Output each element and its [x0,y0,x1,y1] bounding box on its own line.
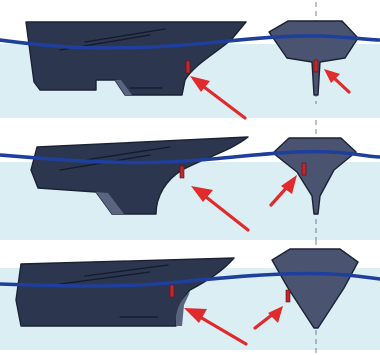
marker-section-2 [301,162,307,176]
arrow-section-2 [269,175,297,207]
arrow-side-1 [190,76,247,120]
marker-side-3 [169,284,175,298]
row-1 [0,2,380,120]
hull-section-1 [268,20,359,96]
row-2 [0,120,380,240]
skeg-shade-1 [115,80,132,95]
marker-section-1 [313,59,319,73]
chine-line-3 [84,264,169,277]
arrow-side-2 [191,186,250,232]
waterline-2 [0,149,380,165]
row-3 [0,240,380,355]
arrow-section-1 [324,69,351,94]
hull-section-2 [272,137,357,215]
marker-side-2 [179,165,185,179]
hull-profile-2 [30,136,249,215]
chine-line-2 [84,146,171,161]
deck-line-3 [59,271,151,285]
chine-line-1 [84,28,166,43]
hull-section-3 [271,248,359,329]
marker-side-1 [185,60,191,74]
stern-shade-3 [176,292,190,326]
arrow-side-3 [184,308,248,346]
waterline-3 [0,271,380,288]
marker-section-3 [285,289,291,303]
arrow-section-3 [253,306,283,330]
skeg-shade-2 [96,192,124,214]
waterline-1 [0,34,380,50]
